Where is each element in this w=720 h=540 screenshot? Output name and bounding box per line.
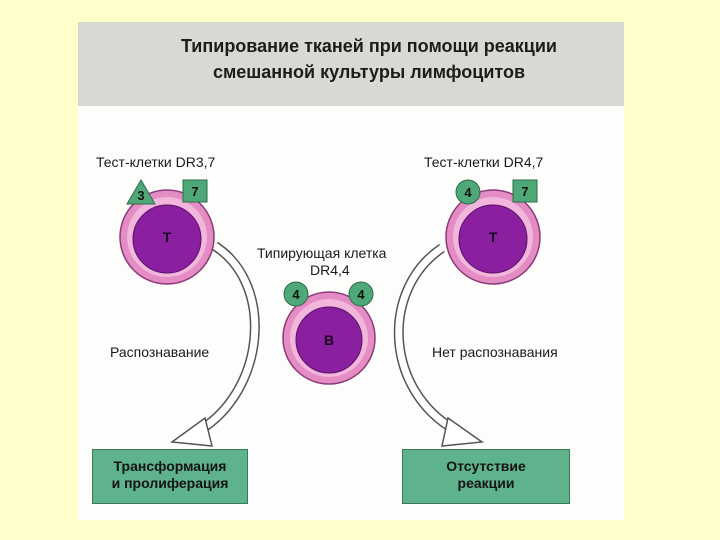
right-cell-nucleus-text: T bbox=[489, 229, 498, 245]
result-right-line-2: реакции bbox=[457, 475, 515, 491]
square-marker-7-right bbox=[512, 179, 538, 203]
typing-cell: B 4 4 bbox=[282, 281, 376, 385]
circle-marker-4-right bbox=[455, 179, 481, 205]
right-marker-square-text: 7 bbox=[521, 184, 528, 199]
left-marker-square-text: 7 bbox=[191, 184, 198, 199]
circle-marker-4-typing-right bbox=[348, 281, 374, 307]
title-line-1: Типирование тканей при помощи реакции bbox=[181, 36, 557, 56]
square-marker-7-left bbox=[182, 179, 208, 203]
typing-cell-label-1: Типирующая клетка bbox=[257, 245, 387, 261]
title-band: Типирование тканей при помощи реакции см… bbox=[78, 22, 624, 106]
left-arrow bbox=[169, 241, 260, 447]
triangle-marker-3 bbox=[126, 179, 156, 205]
result-left-line-1: Трансформация bbox=[113, 458, 227, 474]
recognition-label: Распознавание bbox=[110, 344, 210, 360]
left-test-cell: T 3 7 bbox=[119, 179, 215, 285]
result-box-left: Трансформация и пролиферация bbox=[92, 449, 248, 504]
circle-marker-4-typing-left bbox=[283, 281, 309, 307]
typing-marker-left-text: 4 bbox=[292, 287, 300, 302]
typing-marker-right-text: 4 bbox=[357, 287, 365, 302]
right-marker-circle-text: 4 bbox=[464, 185, 472, 200]
result-left-line-2: и пролиферация bbox=[111, 475, 229, 491]
right-cell-label: Тест-клетки DR4,7 bbox=[424, 154, 544, 170]
title-line-2: смешанной культуры лимфоцитов bbox=[212, 62, 526, 82]
right-arrow bbox=[393, 243, 485, 447]
typing-cell-label-2: DR4,4 bbox=[310, 262, 350, 278]
typing-cell-nucleus-text: B bbox=[324, 332, 334, 348]
no-recognition-label: Нет распознавания bbox=[432, 344, 558, 360]
result-box-right: Отсутствие реакции bbox=[402, 449, 570, 504]
result-right-line-1: Отсутствие bbox=[446, 458, 526, 474]
left-cell-label: Тест-клетки DR3,7 bbox=[96, 154, 216, 170]
right-test-cell: T 4 7 bbox=[445, 179, 541, 285]
left-marker-triangle-text: 3 bbox=[137, 188, 144, 203]
left-cell-nucleus-text: T bbox=[163, 229, 172, 245]
